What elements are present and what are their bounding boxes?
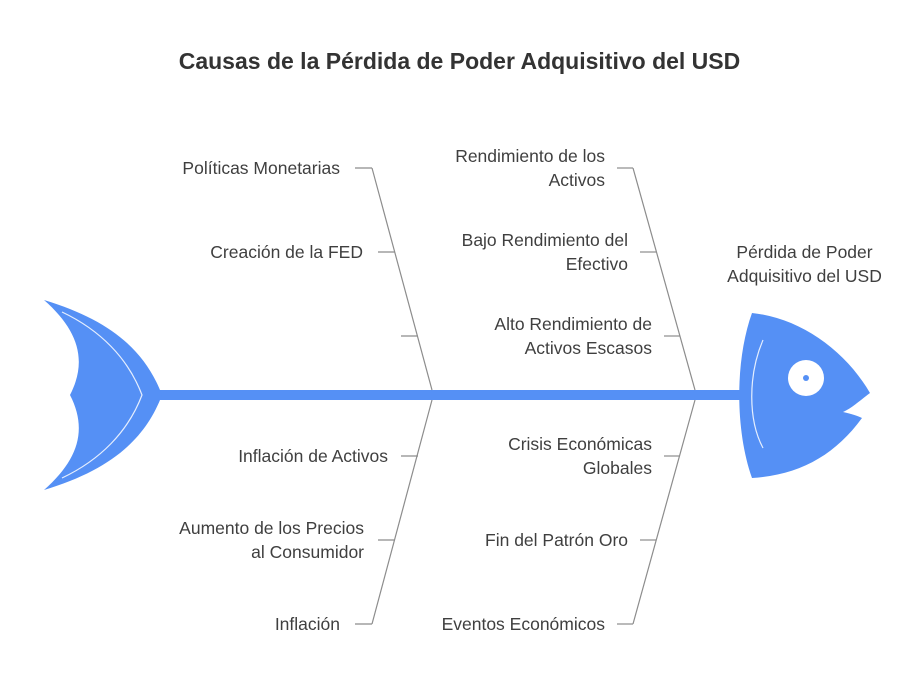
- fish-tail: [44, 300, 162, 490]
- cause-creacion-fed: Creación de la FED: [210, 242, 363, 262]
- cause-politicas-monetarias: Políticas Monetarias: [182, 158, 340, 178]
- bone-lower-left: [371, 399, 433, 625]
- fish-spine: [160, 390, 740, 400]
- bone-lower-right: [632, 399, 696, 625]
- bone-upper-left: [371, 167, 433, 391]
- bone-upper-right: [632, 167, 696, 391]
- cause-alto-rendimiento: Alto Rendimiento de Activos Escasos: [494, 314, 652, 358]
- cause-eventos-economicos: Eventos Económicos: [441, 614, 605, 634]
- tail-highlight: [61, 311, 143, 479]
- diagram-title: Causas de la Pérdida de Poder Adquisitiv…: [178, 48, 741, 74]
- effect-label: Pérdida de Poder Adquisitivo del USD: [727, 242, 882, 286]
- cause-aumento-precios: Aumento de los Precios al Consumidor: [179, 518, 364, 562]
- head-highlight: [751, 339, 764, 449]
- cause-rendimiento-activos: Rendimiento de los Activos: [455, 146, 605, 190]
- fish-pupil: [803, 375, 809, 381]
- cause-fin-patron-oro: Fin del Patrón Oro: [485, 530, 628, 550]
- cause-bajo-rendimiento: Bajo Rendimiento del Efectivo: [461, 230, 628, 274]
- cause-crisis-globales: Crisis Económicas Globales: [508, 434, 652, 478]
- cause-inflacion: Inflación: [274, 614, 340, 634]
- cause-inflacion-activos: Inflación de Activos: [238, 446, 388, 466]
